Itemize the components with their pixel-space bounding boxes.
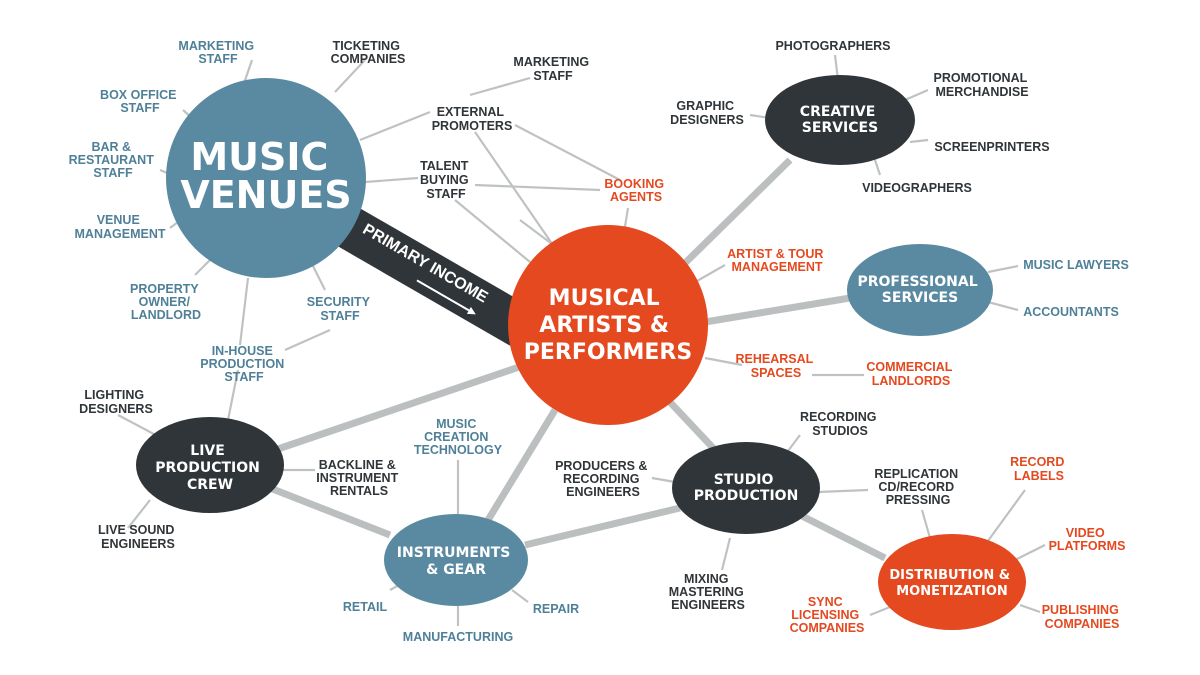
hub-line: MUSIC <box>190 135 328 179</box>
label-lighting-designers: LIGHTING DESIGNERS <box>79 388 153 416</box>
hub-professional-services: PROFESSIONAL SERVICES <box>847 244 993 336</box>
label-repair: REPAIR <box>533 602 579 616</box>
svg-text:INSTRUMENTS & GEAR: INSTRUMENTS & GEAR <box>397 545 515 578</box>
label-producers-recording-engineers: PRODUCERS & RECORDING ENGINEERS <box>555 459 651 499</box>
label-marketing-staff-venue: MARKETING STAFF <box>178 39 257 66</box>
hub-creative-services: CREATIVE SERVICES <box>765 75 915 165</box>
hub-line: & GEAR <box>426 562 486 578</box>
label-security-staff: SECURITY STAFF <box>307 295 373 323</box>
svg-text:LIVE PRODUCTION CR: LIVE PRODUCTION CREW <box>155 443 264 493</box>
labels-studio: PRODUCERS & RECORDING ENGINEERS RECORDIN… <box>555 410 961 612</box>
label-manufacturing: MANUFACTURING <box>403 630 513 644</box>
svg-text:PROFESSIONAL SERVICES: PROFESSIONAL SERVICES <box>857 274 982 306</box>
label-recording-studios: RECORDING STUDIOS <box>800 410 880 438</box>
hub-line: SERVICES <box>802 120 878 136</box>
labels-distribution: RECORD LABELS VIDEO PLATFORMS PUBLISHING… <box>790 455 1126 635</box>
hub-line: PRODUCTION <box>155 460 260 476</box>
label-music-lawyers: MUSIC LAWYERS <box>1023 258 1129 272</box>
svg-text:DISTRIBUTION & MONETIZAT: DISTRIBUTION & MONETIZATION <box>889 568 1014 599</box>
svg-text:MUSIC VENUES: MUSIC VENUES <box>180 135 351 217</box>
label-rehearsal-spaces: REHEARSAL SPACES <box>735 352 816 380</box>
label-screenprinters: SCREENPRINTERS <box>934 140 1049 154</box>
hub-line: PRODUCTION <box>694 488 799 504</box>
label-marketing-staff-external: MARKETING STAFF <box>513 55 592 83</box>
svg-text:MUSICAL ARTISTS &: MUSICAL ARTISTS & PERFORMERS <box>524 286 692 365</box>
label-property-owner: PROPERTY OWNER/ LANDLORD <box>130 282 202 322</box>
hub-line: STUDIO <box>714 472 774 488</box>
label-record-labels: RECORD LABELS <box>1010 455 1068 483</box>
labels-instruments: MUSIC CREATION TECHNOLOGY RETAIL REPAIR … <box>343 417 579 644</box>
label-graphic-designers: GRAPHIC DESIGNERS <box>670 99 744 127</box>
label-accountants: ACCOUNTANTS <box>1023 305 1119 319</box>
label-box-office-staff: BOX OFFICE STAFF <box>100 88 180 115</box>
label-artist-tour-management: ARTIST & TOUR MANAGEMENT <box>727 247 827 274</box>
label-bar-restaurant-staff: BAR & RESTAURANT STAFF <box>69 140 158 180</box>
labels-venues: MARKETING STAFF BOX OFFICE STAFF BAR & R… <box>69 39 373 384</box>
label-publishing-companies: PUBLISHING COMPANIES <box>1042 603 1123 631</box>
label-commercial-landlords: COMMERCIAL LANDLORDS <box>866 360 955 388</box>
hub-instruments-gear: INSTRUMENTS & GEAR <box>384 514 528 606</box>
labels-promoters: TICKETING COMPANIES MARKETING STAFF EXTE… <box>331 39 827 274</box>
hub-musical-artists: MUSICAL ARTISTS & PERFORMERS <box>508 225 708 425</box>
label-external-promoters: EXTERNAL PROMOTERS <box>432 105 513 133</box>
label-booking-agents: BOOKING AGENTS <box>604 177 667 204</box>
label-music-creation-technology: MUSIC CREATION TECHNOLOGY <box>414 417 503 457</box>
hub-line: CREW <box>187 477 233 493</box>
label-talent-buying-staff: TALENT BUYING STAFF <box>420 159 472 201</box>
label-in-house-production-staff: IN-HOUSE PRODUCTION STAFF <box>200 344 288 384</box>
label-video-platforms: VIDEO PLATFORMS <box>1049 526 1126 553</box>
labels-live-crew: LIGHTING DESIGNERS LIVE SOUND ENGINEERS … <box>79 388 401 551</box>
hub-live-production-crew: LIVE PRODUCTION CREW <box>136 417 284 513</box>
labels-creative: GRAPHIC DESIGNERS PHOTOGRAPHERS PROMOTIO… <box>670 39 1049 195</box>
label-sync-licensing-companies: SYNC LICENSING COMPANIES <box>790 595 865 635</box>
hub-line: PERFORMERS <box>524 340 692 365</box>
label-live-sound-engineers: LIVE SOUND ENGINEERS <box>98 523 178 551</box>
label-ticketing-companies: TICKETING COMPANIES <box>331 39 406 66</box>
svg-text:STUDIO PRODUCTION: STUDIO PRODUCTION <box>694 472 799 504</box>
hub-studio-production: STUDIO PRODUCTION <box>672 442 820 534</box>
hub-line: INSTRUMENTS <box>397 545 511 561</box>
hub-line: DISTRIBUTION & <box>889 568 1010 583</box>
hub-line: ARTISTS & <box>539 313 669 338</box>
hub-line: MUSICAL <box>549 286 660 311</box>
label-venue-management: VENUE MANAGEMENT <box>75 213 166 241</box>
label-backline-rentals: BACKLINE & INSTRUMENT RENTALS <box>316 458 401 498</box>
hub-line: LIVE <box>190 443 225 459</box>
hub-line: SERVICES <box>882 290 958 306</box>
label-retail: RETAIL <box>343 600 388 614</box>
svg-text:CREATIVE SERVICES: CREATIVE SERVICES <box>800 104 880 136</box>
label-replication-pressing: REPLICATION CD/RECORD PRESSING <box>874 467 961 507</box>
labels-professional: MUSIC LAWYERS ACCOUNTANTS REHEARSAL SPAC… <box>735 258 1128 388</box>
hub-music-venues: MUSIC VENUES <box>166 78 366 278</box>
label-videographers: VIDEOGRAPHERS <box>862 181 972 195</box>
hub-line: MONETIZATION <box>896 584 1008 599</box>
hub-line: PROFESSIONAL <box>857 274 977 290</box>
hub-line: VENUES <box>180 173 351 217</box>
hub-distribution-monetization: DISTRIBUTION & MONETIZATION <box>878 534 1026 630</box>
label-photographers: PHOTOGRAPHERS <box>775 39 890 53</box>
primary-income-band: PRIMARY INCOME <box>334 205 534 347</box>
label-mixing-mastering-engineers: MIXING MASTERING ENGINEERS <box>669 572 747 612</box>
hub-line: CREATIVE <box>800 104 876 120</box>
label-promotional-merchandise: PROMOTIONAL MERCHANDISE <box>933 71 1030 99</box>
